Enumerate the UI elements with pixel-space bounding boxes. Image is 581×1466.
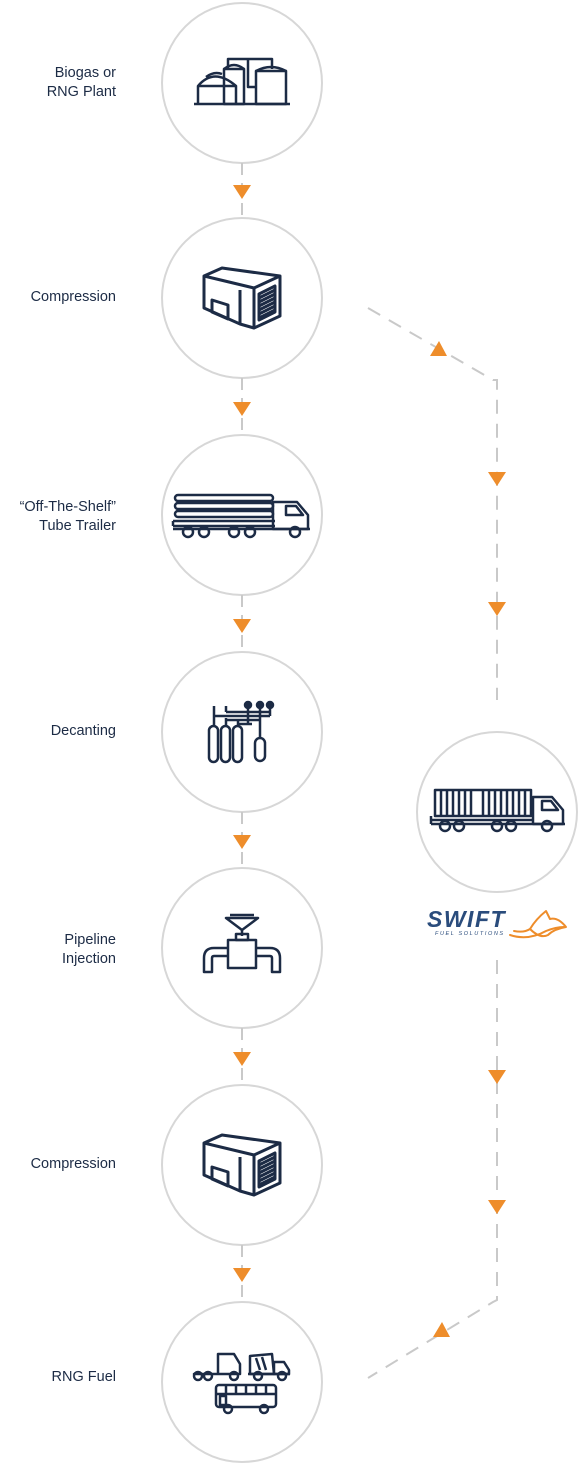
down-arrow-icon — [233, 402, 251, 416]
tube-trailer-icon — [171, 493, 310, 539]
swift-logo-wordmark: SWIFT — [427, 906, 507, 932]
swift-logo: SWIFT FUEL SOLUTIONS — [427, 908, 509, 938]
swift-connectors — [367, 307, 498, 1379]
step-circles — [161, 2, 578, 1463]
step-label-rng-fuel: RNG Fuel — [51, 1369, 116, 1385]
swift-circle — [416, 731, 578, 893]
step-circle — [161, 1301, 323, 1463]
fox-logo-icon — [509, 910, 567, 939]
step-circle — [161, 1084, 323, 1246]
down-arrow-icon — [233, 185, 251, 199]
step-label-rng-plant: Biogas or RNG Plant — [46, 65, 116, 100]
down-arrow-icon — [233, 1268, 251, 1282]
step-label-compression: Compression — [30, 289, 116, 305]
up-arrow-icon — [433, 1322, 450, 1337]
compression-building-icon — [202, 266, 282, 330]
compression-building-icon — [202, 1133, 282, 1197]
down-arrow-icon — [488, 1200, 506, 1214]
pipeline-valve-icon — [202, 913, 282, 974]
up-arrow-icon — [430, 341, 447, 356]
down-arrow-icon — [488, 602, 506, 616]
step-label-tube-trailer: “Off-The-Shelf” Tube Trailer — [19, 499, 116, 534]
step-circle — [161, 867, 323, 1029]
step-label-compression: Compression — [30, 1156, 116, 1172]
down-arrow-icon — [233, 1052, 251, 1066]
step-label-pipeline-injection: Pipeline Injection — [61, 932, 116, 967]
down-arrow-icon — [233, 835, 251, 849]
step-circle — [161, 217, 323, 379]
main-arrows — [233, 185, 251, 1282]
step-label-decanting: Decanting — [50, 723, 116, 739]
swift-logo-tagline: FUEL SOLUTIONS — [435, 931, 505, 937]
swift-arrows — [430, 341, 506, 1337]
down-arrow-icon — [488, 472, 506, 486]
rng-plant-icon — [194, 57, 290, 106]
down-arrow-icon — [488, 1070, 506, 1084]
step-circle — [161, 2, 323, 164]
decanting-cylinders-icon — [207, 700, 275, 764]
rng-vehicles-icon — [192, 1352, 291, 1415]
down-arrow-icon — [233, 619, 251, 633]
swift-trailer-icon — [429, 788, 565, 833]
